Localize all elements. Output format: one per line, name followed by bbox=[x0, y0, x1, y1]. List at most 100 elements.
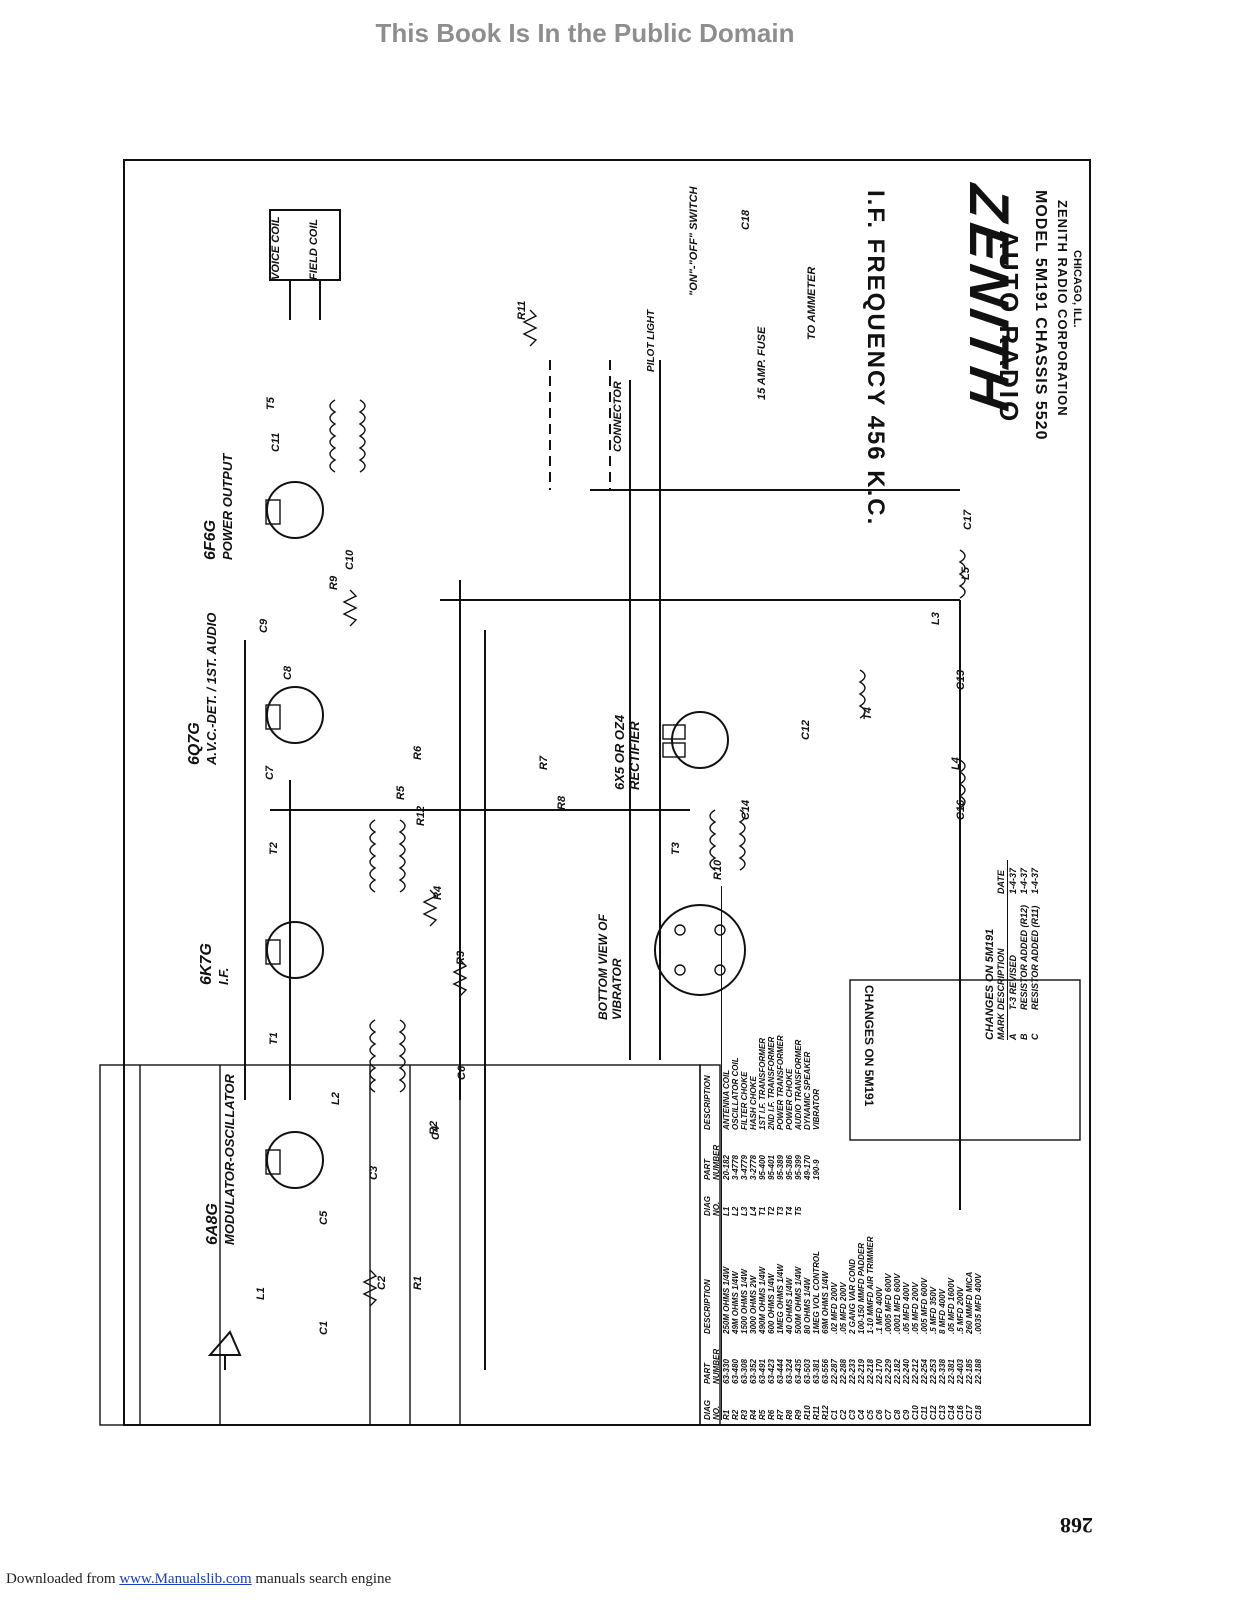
parts-left-cell: R2 bbox=[731, 1409, 740, 1420]
tube-6q7g-label: 6Q7G A.V.C.-DET. / 1ST. AUDIO bbox=[186, 612, 219, 765]
parts-right-cell: L2 bbox=[731, 1206, 740, 1216]
field-coil-label: FIELD COIL bbox=[308, 218, 320, 280]
component-label-r4: R4 bbox=[432, 885, 444, 900]
parts-left-cell: R10 bbox=[803, 1405, 812, 1420]
parts-left-cell: C8 bbox=[893, 1409, 902, 1420]
parts-right-cell: 3-4779 bbox=[740, 1155, 749, 1180]
parts-left-cell: 22-381 bbox=[947, 1359, 956, 1384]
transformer-t5 bbox=[329, 399, 366, 473]
on-off-switch-label: "ON"-"OFF" SWITCH bbox=[688, 186, 700, 296]
component-label-l4: L4 bbox=[950, 757, 962, 770]
transformer-t1 bbox=[369, 1019, 406, 1093]
parts-right-cell: 3-2778 bbox=[749, 1155, 758, 1180]
component-label-c1: C1 bbox=[318, 1320, 330, 1335]
parts-left-cell: 22-338 bbox=[938, 1359, 947, 1384]
parts-right-cell: FILTER CHOKE bbox=[740, 1071, 749, 1130]
parts-left-cell: C16 bbox=[956, 1405, 965, 1420]
component-label-r8: R8 bbox=[556, 795, 568, 810]
parts-left-cell: R12 bbox=[821, 1405, 830, 1420]
resistor-r4 bbox=[422, 889, 438, 927]
parts-right-cell: 95-400 bbox=[758, 1155, 767, 1180]
parts-left-cell: .0005 MFD 600V bbox=[884, 1273, 893, 1334]
parts-left-row: C9 22-240 .05 MFD 400V bbox=[902, 1090, 911, 1420]
parts-left-cell: C12 bbox=[929, 1405, 938, 1420]
antenna-symbol bbox=[207, 1330, 242, 1370]
resistor-r3 bbox=[452, 959, 468, 997]
rotated-schematic: I.F. FREQUENCY 456 K.C. ZENITH AUTO RADI… bbox=[207, 179, 1083, 1370]
parts-right-cell: VIBRATOR bbox=[812, 1088, 821, 1130]
parts-left-cell: 22-212 bbox=[911, 1359, 920, 1384]
component-label-r3: R3 bbox=[455, 950, 467, 965]
public-domain-banner: This Book Is In the Public Domain bbox=[375, 18, 795, 48]
changes-cell: A bbox=[1008, 1033, 1018, 1041]
component-label-l3: L3 bbox=[930, 612, 942, 625]
parts-left-cell: 22-403 bbox=[956, 1359, 965, 1384]
parts-left-cell: 22-185 bbox=[965, 1359, 974, 1384]
parts-right-cell: 20-182 bbox=[722, 1155, 731, 1180]
manualslib-link[interactable]: www.Manualslib.com bbox=[119, 1571, 252, 1587]
choke-t4 bbox=[858, 669, 866, 719]
changes-cell: B bbox=[1019, 1033, 1029, 1041]
company-name: ZENITH RADIO CORPORATION bbox=[1055, 200, 1070, 417]
parts-left-cell: 490M OHMS 1/4W bbox=[758, 1266, 767, 1334]
footer-suffix: manuals search engine bbox=[251, 1571, 392, 1587]
parts-left-cell: C11 bbox=[920, 1405, 929, 1420]
parts-left-cell: R11 bbox=[812, 1405, 821, 1420]
changes-table: CHANGES ON 5M191 bbox=[849, 979, 1081, 1141]
tube-rectifier-label: 6X5 OR OZ4 RECTIFIER bbox=[612, 714, 642, 790]
parts-left-cell: .05 MFD 400V bbox=[902, 1282, 911, 1334]
parts-left-cell: .05 MFD 200V bbox=[911, 1282, 920, 1334]
parts-left-cell: .02 MFD 200V bbox=[830, 1282, 839, 1334]
parts-left-cell: 40 OHMS 1/4W bbox=[785, 1277, 794, 1334]
parts-right-cell: POWER TRANSFORMER bbox=[776, 1035, 785, 1130]
tube-6f6g bbox=[265, 481, 324, 539]
component-label-c11: C11 bbox=[270, 432, 282, 452]
parts-left-cell: R5 bbox=[758, 1409, 767, 1420]
fuse-label: 15 AMP. FUSE bbox=[756, 326, 768, 400]
parts-right-cell: T4 bbox=[785, 1206, 794, 1216]
resistor-r1 bbox=[362, 1269, 378, 1307]
parts-left-cell: C14 bbox=[947, 1405, 956, 1420]
parts-left-cell: 22-240 bbox=[902, 1359, 911, 1384]
resistor-r9 bbox=[342, 589, 358, 627]
component-label-r6: R6 bbox=[412, 745, 424, 760]
parts-left-cell: 500M OHMS 1/4W bbox=[794, 1266, 803, 1334]
choke-l4 bbox=[958, 759, 966, 809]
voice-coil-label: VOICE COIL bbox=[270, 216, 282, 280]
parts-left-cell: 8 MFD 400V bbox=[938, 1289, 947, 1334]
parts-left-cell: C9 bbox=[902, 1409, 911, 1420]
parts-left-cell: .5 MFD 200V bbox=[956, 1286, 965, 1334]
parts-left-cell: 63-308 bbox=[740, 1359, 749, 1384]
parts-left-cell: 63-435 bbox=[794, 1359, 803, 1384]
component-label-t3: T3 bbox=[670, 842, 682, 855]
parts-right-cell: L3 bbox=[740, 1206, 749, 1216]
parts-left-cell: 22-288 bbox=[839, 1359, 848, 1384]
parts-left-cell: C17 bbox=[965, 1405, 974, 1420]
parts-right-cell bbox=[803, 1186, 812, 1216]
component-label-r2: R2 bbox=[428, 1120, 440, 1135]
parts-left-cell: 2 GANG VAR COND bbox=[848, 1259, 857, 1334]
download-footer: Downloaded from www.Manualslib.com manua… bbox=[6, 1571, 391, 1588]
component-label-r9: R9 bbox=[328, 575, 340, 590]
parts-left-cell: 22-219 bbox=[857, 1359, 866, 1384]
parts-right-cell: POWER CHOKE bbox=[785, 1068, 794, 1130]
parts-left-cell: .05 MFD 200V bbox=[839, 1282, 848, 1334]
component-label-c2: C2 bbox=[376, 1275, 388, 1290]
parts-right-cell: 95-401 bbox=[767, 1155, 776, 1180]
parts-left-cell: C6 bbox=[875, 1409, 884, 1420]
component-label-c9: C9 bbox=[258, 618, 270, 633]
